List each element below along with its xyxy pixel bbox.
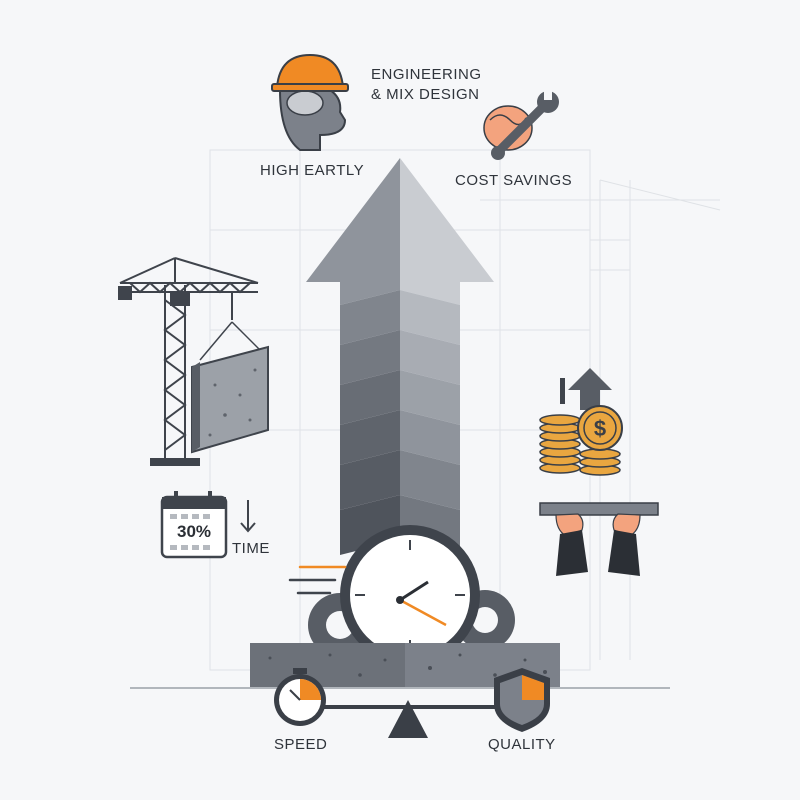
engineering-label-line1: ENGINEERING (371, 66, 482, 83)
engineering-mix-design-label: ENGINEERING & MIX DESIGN (371, 65, 482, 105)
hard-hat-head-icon (271, 53, 349, 151)
high-early-label: HIGH EARTLY (260, 162, 365, 179)
crane-cab (170, 292, 190, 306)
speed-label: SPEED (274, 736, 328, 753)
engineering-label-line2: & MIX DESIGN (371, 86, 480, 103)
brain-wrench-icon (483, 90, 559, 160)
down-arrow-icon (240, 500, 256, 533)
time-label: TIME (232, 540, 270, 557)
stopwatch-icon (274, 668, 326, 726)
calendar-percent-text: 30% (176, 522, 212, 541)
concrete-slab-icon (191, 321, 269, 454)
hands-holding-beam-icon (539, 502, 659, 576)
crane-counterweight (118, 286, 132, 300)
calendar-icon (160, 491, 228, 559)
svg-text:$: $ (594, 416, 606, 441)
growth-arrow (306, 158, 494, 555)
quality-label: QUALITY (488, 736, 556, 753)
clock-icon (340, 525, 480, 665)
motion-lines (288, 565, 347, 595)
balance-scale-icon (300, 700, 520, 738)
coin-stack-icon (539, 368, 621, 476)
tower-crane-icon (119, 257, 259, 460)
crane-base (150, 458, 200, 466)
dollar-coin-icon: $ (577, 405, 623, 451)
cost-savings-label: COST SAVINGS (455, 172, 573, 189)
shield-icon (494, 668, 550, 732)
